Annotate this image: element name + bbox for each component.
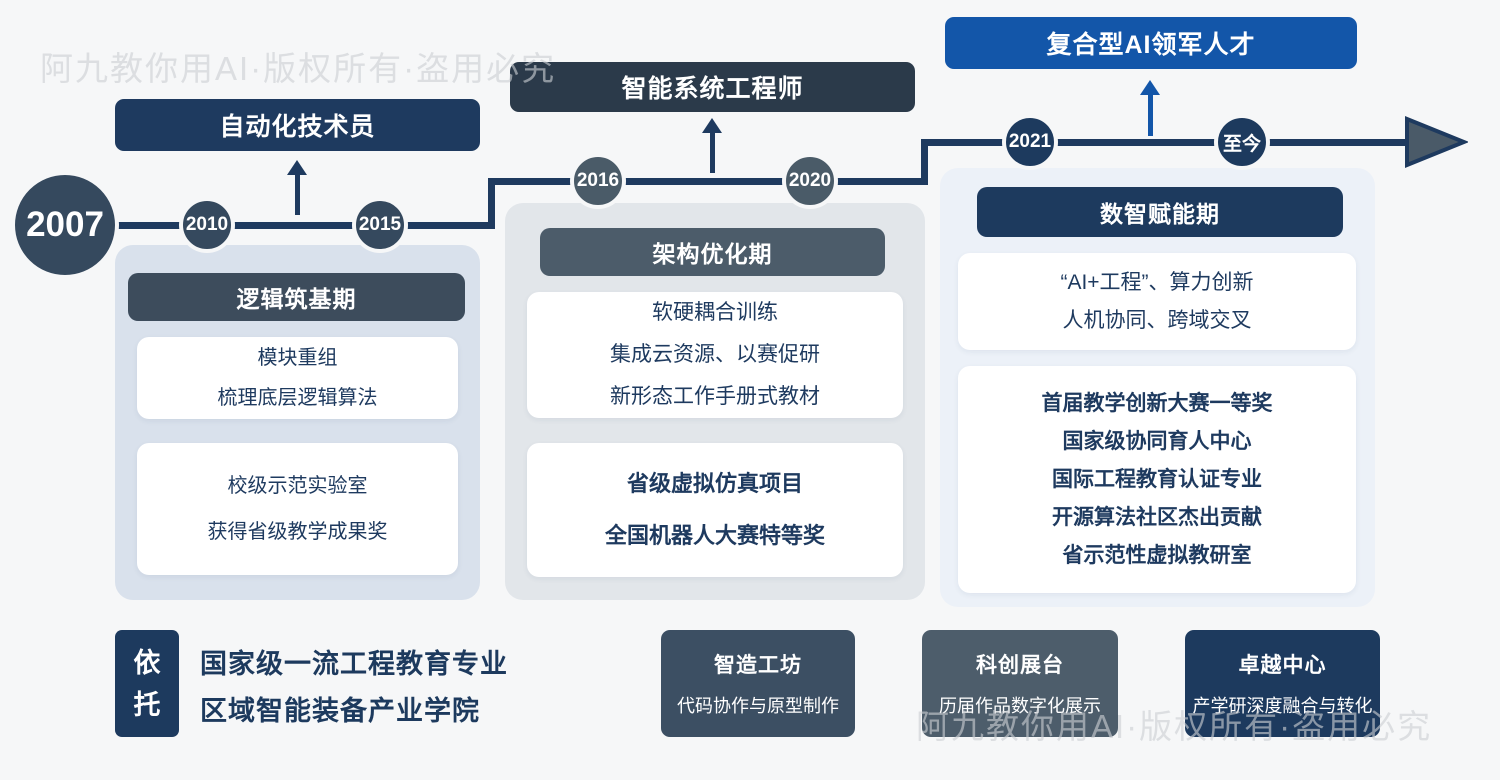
role-label: 智能系统工程师 [621,75,804,103]
phase-achievement-block: 省级虚拟仿真项目 全国机器人大赛特等奖 [527,443,903,577]
phase-achievement-block: 首届教学创新大赛一等奖 国家级协同育人中心 国际工程教育认证专业 开源算法社区杰… [958,366,1356,593]
milestone-year: 至今 [1222,133,1261,155]
phase-title-label: 逻辑筑基期 [236,286,357,312]
footer-tag-yituo: 依托 [115,630,179,737]
detail-line: 全国机器人大赛特等奖 [604,523,825,548]
timeline-step [488,178,495,229]
phase-card-digital-intelligence: 数智赋能期 “AI+工程”、算力创新 人机协同、跨域交叉 首届教学创新大赛一等奖… [940,168,1375,607]
phase-detail-block: 软硬耦合训练 集成云资源、以赛促研 新形态工作手册式教材 [527,292,903,418]
detail-line: 国际工程教育认证专业 [1052,467,1262,491]
footer-institution-lines: 国家级一流工程教育专业 区域智能装备产业学院 [200,641,508,735]
footer-box-title: 科创展台 [976,654,1064,677]
phase-title-label: 数智赋能期 [1100,201,1220,227]
role-box-automation-technician: 自动化技术员 [115,99,480,151]
timeline-segment [488,178,928,185]
phase-title: 逻辑筑基期 [128,273,465,321]
detail-line: 省级虚拟仿真项目 [626,471,803,496]
footer-box-title: 卓越中心 [1238,654,1327,677]
timeline-step [921,139,928,185]
up-arrow-icon [285,160,309,215]
role-label: 复合型AI领军人才 [1046,31,1256,59]
up-arrow-icon [1138,80,1162,136]
detail-line: “AI+工程”、算力创新 [1060,270,1254,294]
detail-line: 开源算法社区杰出贡献 [1052,505,1262,529]
role-label: 自动化技术员 [219,113,376,141]
milestone-year: 2010 [185,214,229,235]
milestone-2007: 2007 [11,171,119,279]
role-box-intelligent-systems-engineer: 智能系统工程师 [510,62,915,112]
timeline-segment [100,222,492,229]
footer-line: 区域智能装备产业学院 [200,696,480,726]
role-box-ai-leader: 复合型AI领军人才 [945,17,1357,69]
detail-line: 校级示范实验室 [227,475,368,497]
up-arrow-icon [700,118,724,173]
phase-card-logic-foundation: 逻辑筑基期 模块重组 梳理底层逻辑算法 校级示范实验室 获得省级教学成果奖 [115,245,480,600]
footer-box-subtitle: 产学研深度融合与转化 [1192,696,1373,716]
detail-line: 软硬耦合训练 [652,301,778,324]
milestone-year: 2016 [576,170,620,191]
phase-card-architecture-optimization: 架构优化期 软硬耦合训练 集成云资源、以赛促研 新形态工作手册式教材 省级虚拟仿… [505,203,925,600]
phase-title: 数智赋能期 [977,187,1343,237]
detail-line: 梳理底层逻辑算法 [217,387,378,409]
detail-line: 首届教学创新大赛一等奖 [1041,391,1273,415]
footer-tag-label: 依托 [133,647,161,720]
phase-title-label: 架构优化期 [652,241,773,267]
milestone-present: 至今 [1214,114,1270,170]
detail-line: 集成云资源、以赛促研 [610,343,820,366]
milestone-2020: 2020 [782,153,838,209]
footer-box-subtitle: 历届作品数字化展示 [939,696,1101,716]
footer-box-subtitle: 代码协作与原型制作 [677,696,839,716]
watermark-top: 阿九教你用AI·版权所有·盗用必究 [40,50,557,87]
milestone-2021: 2021 [1002,114,1058,170]
milestone-year: 2020 [788,170,832,191]
milestone-year: 2021 [1008,131,1052,152]
footer-box-excellence-center: 卓越中心 产学研深度融合与转化 [1185,630,1380,737]
detail-line: 国家级协同育人中心 [1062,429,1252,453]
timeline-arrowhead-icon [1404,116,1470,173]
milestone-2010: 2010 [179,197,235,253]
detail-line: 省示范性虚拟教研室 [1062,543,1252,567]
phase-detail-block: 模块重组 梳理底层逻辑算法 [137,337,458,419]
detail-line: 新形态工作手册式教材 [610,385,820,408]
milestone-year: 2015 [358,214,402,235]
footer-box-innovation-showcase: 科创展台 历届作品数字化展示 [922,630,1118,737]
footer-box-smart-workshop: 智造工坊 代码协作与原型制作 [661,630,855,737]
footer-box-title: 智造工坊 [714,654,802,677]
milestone-2015: 2015 [352,197,408,253]
detail-line: 人机协同、跨域交叉 [1062,308,1252,332]
phase-title: 架构优化期 [540,228,885,276]
phase-achievement-block: 校级示范实验室 获得省级教学成果奖 [137,443,458,575]
phase-detail-block: “AI+工程”、算力创新 人机协同、跨域交叉 [958,253,1356,350]
milestone-2016: 2016 [570,153,626,209]
footer-line: 国家级一流工程教育专业 [200,649,508,679]
detail-line: 模块重组 [257,347,338,369]
timeline-segment [921,139,1413,146]
milestone-year: 2007 [26,205,104,244]
detail-line: 获得省级教学成果奖 [207,521,388,543]
